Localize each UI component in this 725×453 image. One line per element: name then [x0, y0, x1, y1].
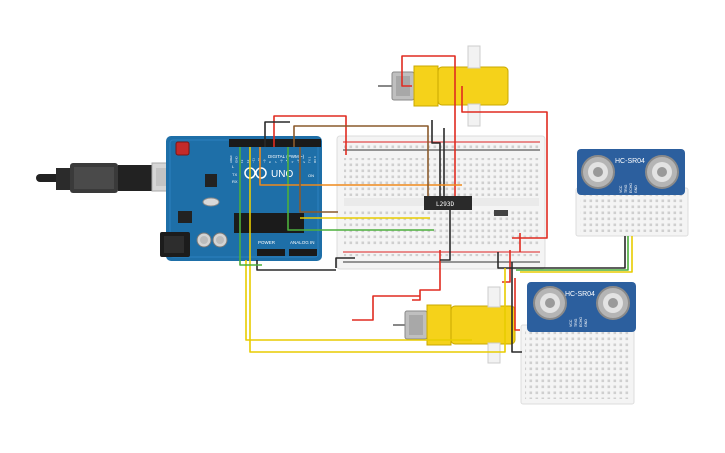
chip-label: L293D	[436, 201, 454, 208]
wire-yellow-trig-1	[249, 147, 506, 353]
bottom-motor-shaft	[487, 286, 501, 308]
pin-label: ECHO	[579, 317, 583, 327]
pin-label: ~11	[251, 158, 255, 163]
wire-green-chip	[287, 147, 434, 231]
power-pins-label: POWER	[258, 240, 276, 245]
wire-motor-top-red-2	[461, 86, 548, 239]
wire-gnd-black	[264, 121, 290, 147]
pin-label: ECHO	[629, 183, 633, 193]
pin-label: RX 0	[313, 156, 317, 163]
pin-label: TX 1	[307, 156, 311, 163]
top-motor	[378, 45, 509, 127]
pin-label: ~10	[257, 158, 261, 163]
on-led-label: ON	[308, 173, 314, 178]
pin-label: AREF	[229, 155, 233, 163]
rx-led-label: RX	[232, 179, 238, 184]
wire-brown-bb	[299, 147, 338, 213]
wire-motor-bottom-red-2	[352, 295, 420, 321]
pin-label: TRIG	[574, 318, 578, 327]
wire-yellow-sensor-top	[520, 236, 633, 273]
pin-label: ~9	[263, 159, 267, 163]
wire-sensor-bottom-black	[511, 262, 522, 353]
pin-label: GND	[584, 319, 588, 327]
bottom-motor	[393, 286, 516, 364]
pin-label: GND	[235, 156, 239, 164]
reset-button	[175, 141, 190, 156]
arduino-logo-text: UNO	[271, 169, 293, 180]
wire-5v-red	[273, 115, 347, 155]
wire-chip-black-3	[440, 210, 451, 261]
analog-pins-label: ANALOG IN	[290, 240, 315, 245]
wire-sensor-top-black	[497, 236, 626, 269]
wires	[239, 55, 633, 353]
wire-bb-black	[335, 257, 355, 268]
wire-arduino-gnd	[256, 260, 336, 271]
bottom-right-breadboard	[520, 324, 635, 405]
pin-label: VCC	[619, 185, 623, 193]
top-right-breadboard	[575, 187, 689, 237]
l293d-motor-driver-chip: L293D	[424, 196, 508, 216]
wire-brown-chip	[293, 125, 429, 196]
wire-sensor-bottom-red-2	[514, 278, 520, 331]
wire-motor-top-red-1	[401, 55, 456, 143]
pin-label: 12	[246, 159, 250, 163]
wire-green-sensor-top	[516, 236, 629, 271]
pin-label: ~3	[296, 159, 300, 163]
arduino-uno-board: UNO DIGITAL (PWM ~) POWER ANALOG IN L TX…	[160, 136, 322, 261]
small-component	[494, 210, 508, 216]
pin-label: TRIG	[624, 184, 628, 193]
wire-yellow-trig-2	[245, 260, 472, 341]
top-motor-shaft	[467, 45, 481, 69]
pin-label: 7	[274, 161, 278, 163]
wire-orange-chip	[259, 147, 462, 186]
pin-label: ~5	[285, 159, 289, 163]
wire-motor-bottom-red	[412, 250, 441, 301]
sensor-top-label: HC-SR04	[615, 158, 645, 165]
main-breadboard	[336, 135, 546, 270]
pin-label: 13	[240, 159, 244, 163]
pin-label: ~6	[279, 159, 283, 163]
sensor-bottom-label: HC-SR04	[565, 291, 595, 298]
pin-label: 8	[268, 161, 272, 163]
tx-led-label: TX	[232, 172, 237, 177]
pin-label: 4	[291, 161, 295, 163]
pin-label: GND	[634, 185, 638, 193]
pin13-led-label: L	[232, 164, 235, 169]
wire-green-echo-1	[239, 147, 262, 266]
wire-chip-black-1	[431, 120, 441, 196]
digital-pins-label: DIGITAL (PWM ~)	[268, 154, 305, 159]
pin-label: VCC	[569, 319, 573, 327]
usb-cable	[36, 162, 189, 193]
pin-label: 2	[302, 161, 306, 163]
